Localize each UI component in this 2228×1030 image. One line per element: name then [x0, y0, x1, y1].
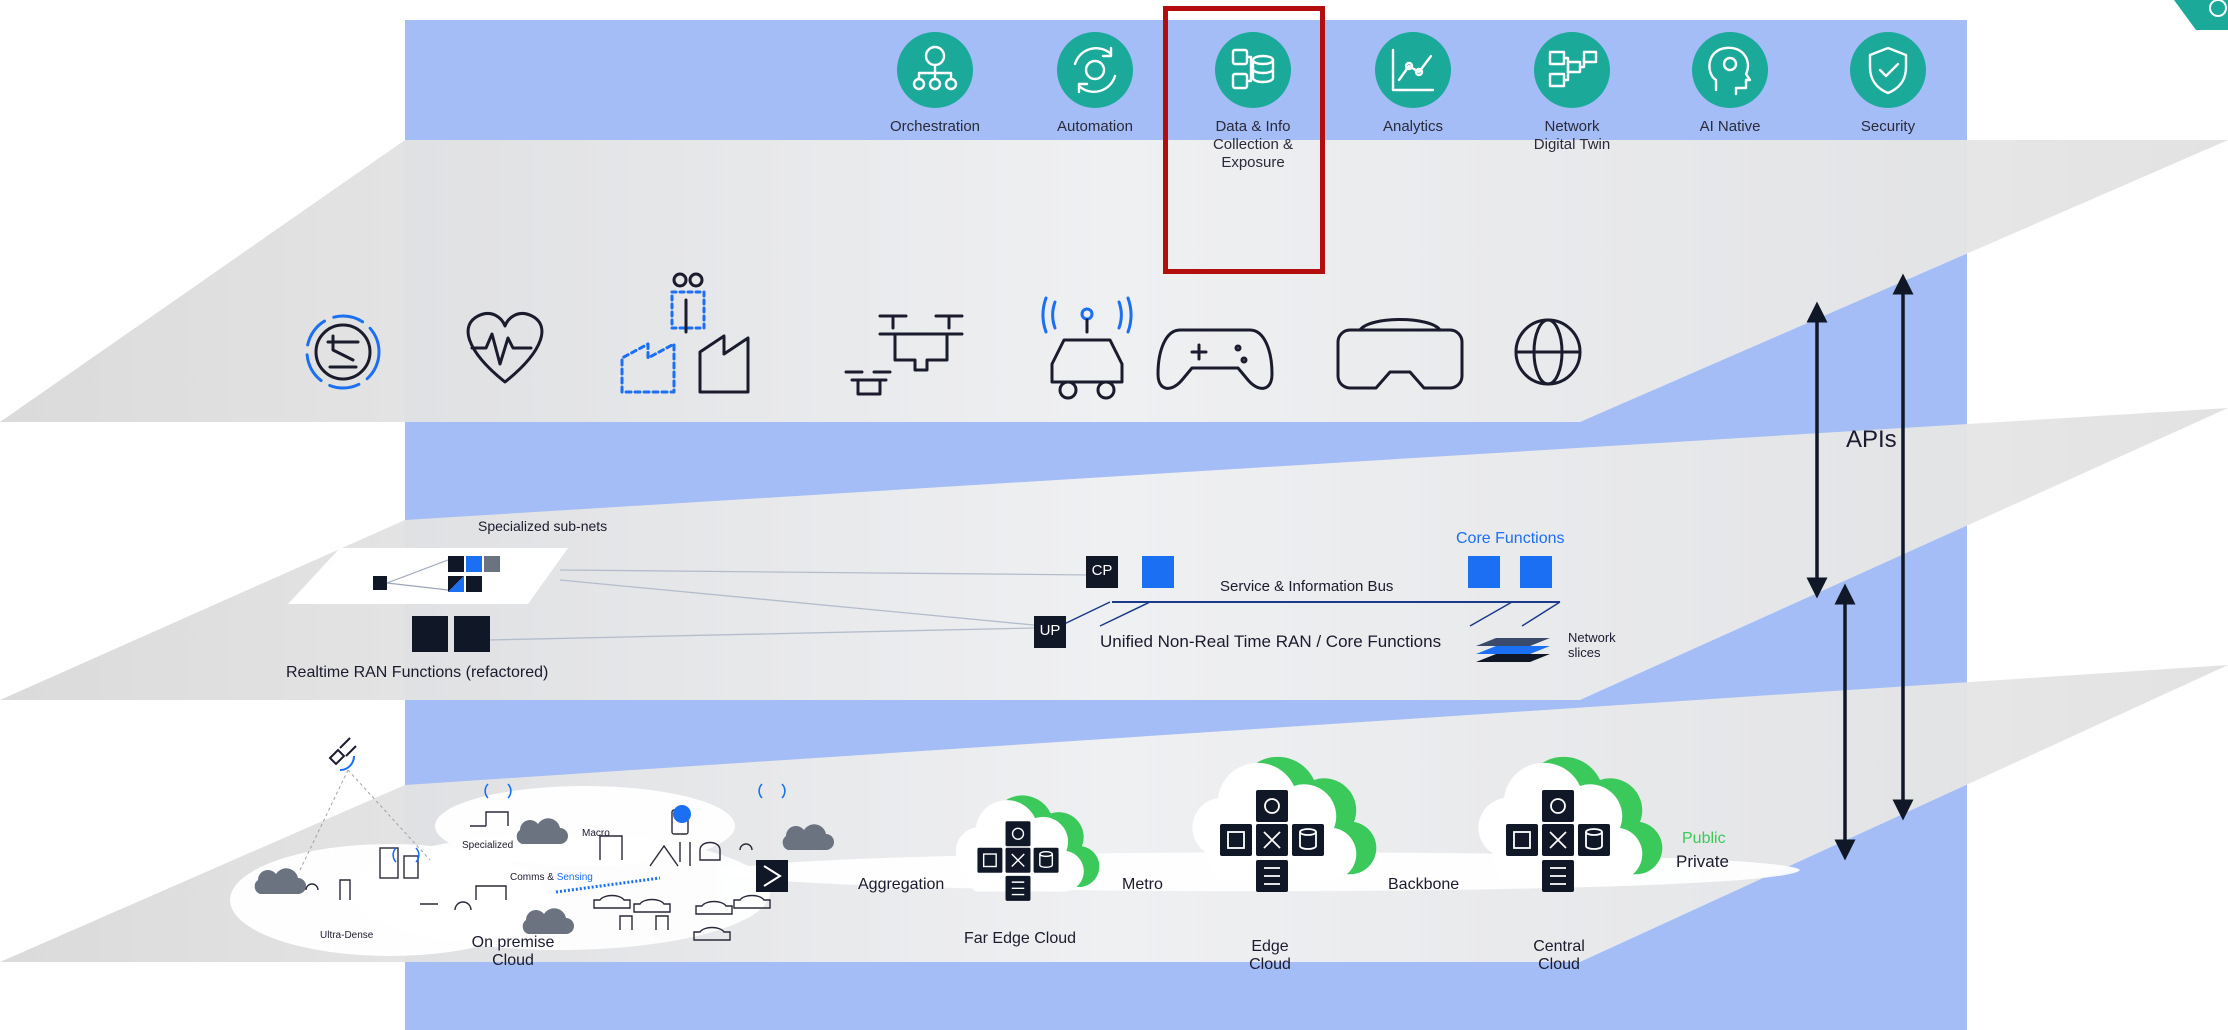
- security-icon: [1850, 32, 1926, 108]
- ultra-dense-label: Ultra-Dense: [320, 930, 374, 941]
- automation-icon: [1057, 32, 1133, 108]
- capability-label: Automation: [1057, 118, 1133, 135]
- connected-car-icon: [1041, 296, 1133, 400]
- private-label: Private: [1676, 852, 1729, 871]
- core-function-block: [1520, 556, 1552, 588]
- plane-services: [0, 140, 2228, 422]
- cloud-icon: [782, 824, 834, 850]
- gamepad-icon: [1156, 328, 1274, 390]
- far-edge-cloud-label: Far Edge Cloud: [963, 930, 1077, 947]
- network-slices-icon: [1476, 638, 1550, 662]
- capability-label: Data & Info Collection & Exposure: [1212, 118, 1294, 171]
- vr-headset-icon: [1336, 318, 1464, 390]
- digital-twin-icon: [1534, 32, 1610, 108]
- edge-cloud-label: Edge Cloud: [1249, 938, 1291, 973]
- cloud-icon: [254, 868, 306, 894]
- orchestration-icon: [897, 32, 973, 108]
- realtime-ran-block: [412, 616, 448, 652]
- apis-label: APIs: [1846, 426, 1897, 453]
- globe-icon: [1514, 318, 1582, 386]
- capability-orchestration[interactable]: Orchestration: [865, 30, 1005, 180]
- robot-arm-icon: [305, 314, 381, 390]
- router-icon: [756, 860, 788, 892]
- device-sketches: [305, 809, 771, 941]
- factory-icon: [620, 272, 750, 394]
- metro-label: Metro: [1122, 876, 1163, 893]
- analytics-icon: [1375, 32, 1451, 108]
- drone-icon: [844, 314, 964, 396]
- ai-native-icon: [1692, 32, 1768, 108]
- public-label: Public: [1682, 830, 1726, 847]
- comms-label: Comms &: [510, 872, 554, 883]
- heart-health-icon: [466, 311, 544, 384]
- core-functions-label: Core Functions: [1456, 530, 1565, 547]
- capability-label: Security: [1860, 118, 1916, 135]
- capability-data-collection[interactable]: Data & Info Collection & Exposure: [1183, 30, 1323, 180]
- network-slices-label: Network slices: [1568, 630, 1616, 660]
- capability-automation[interactable]: Automation: [1025, 30, 1165, 180]
- specialized-subnets-label: Specialized sub-nets: [478, 518, 608, 534]
- on-premise-zone: [350, 834, 770, 950]
- cloud-icon: [522, 908, 574, 934]
- capability-digital-twin[interactable]: Network Digital Twin: [1502, 30, 1642, 180]
- central-cloud-label: Central Cloud: [1533, 938, 1585, 973]
- plane-network-functions: [0, 408, 2228, 700]
- backbone-label: Backbone: [1388, 876, 1460, 893]
- capability-label: Orchestration: [889, 118, 981, 135]
- up-label: UP: [1039, 622, 1061, 639]
- far-edge-cloud-site: [955, 795, 1100, 901]
- cp-block: [1086, 556, 1118, 588]
- capability-label: Network Digital Twin: [1533, 118, 1611, 153]
- comms-sensing-label: Comms & Sensing: [510, 872, 593, 883]
- capability-security[interactable]: Security: [1818, 30, 1958, 180]
- unified-nrt-label: Unified Non-Real Time RAN / Core Functio…: [1100, 632, 1442, 651]
- capability-analytics[interactable]: Analytics: [1343, 30, 1483, 180]
- realtime-ran-label: Realtime RAN Functions (refactored): [286, 664, 549, 681]
- realtime-ran-block: [454, 616, 490, 652]
- corner-badge-icon: [2174, 0, 2228, 30]
- capability-ai-native[interactable]: AI Native: [1660, 30, 1800, 180]
- sensing-label: Sensing: [556, 872, 593, 883]
- core-function-block: [1142, 556, 1174, 588]
- macro-label: Macro: [582, 828, 610, 839]
- highlight-frame: [1163, 6, 1325, 274]
- service-bus-label: Service & Information Bus: [1220, 578, 1394, 595]
- cloud-icon: [516, 818, 568, 844]
- on-premise-cloud-label: On premise Cloud: [471, 934, 555, 969]
- aggregation-label: Aggregation: [858, 876, 945, 893]
- specialized-label: Specialized: [462, 840, 514, 851]
- satellite-icon: [328, 737, 357, 771]
- data-collection-icon: [1215, 32, 1291, 108]
- capability-label: Analytics: [1382, 118, 1444, 135]
- capability-label: AI Native: [1699, 118, 1761, 135]
- subnet-node: [373, 576, 387, 590]
- cp-label: CP: [1091, 562, 1113, 579]
- core-function-block: [1468, 556, 1500, 588]
- up-block: [1034, 616, 1066, 648]
- edge-cloud-site: [1192, 756, 1377, 892]
- central-cloud-site: [1478, 756, 1663, 892]
